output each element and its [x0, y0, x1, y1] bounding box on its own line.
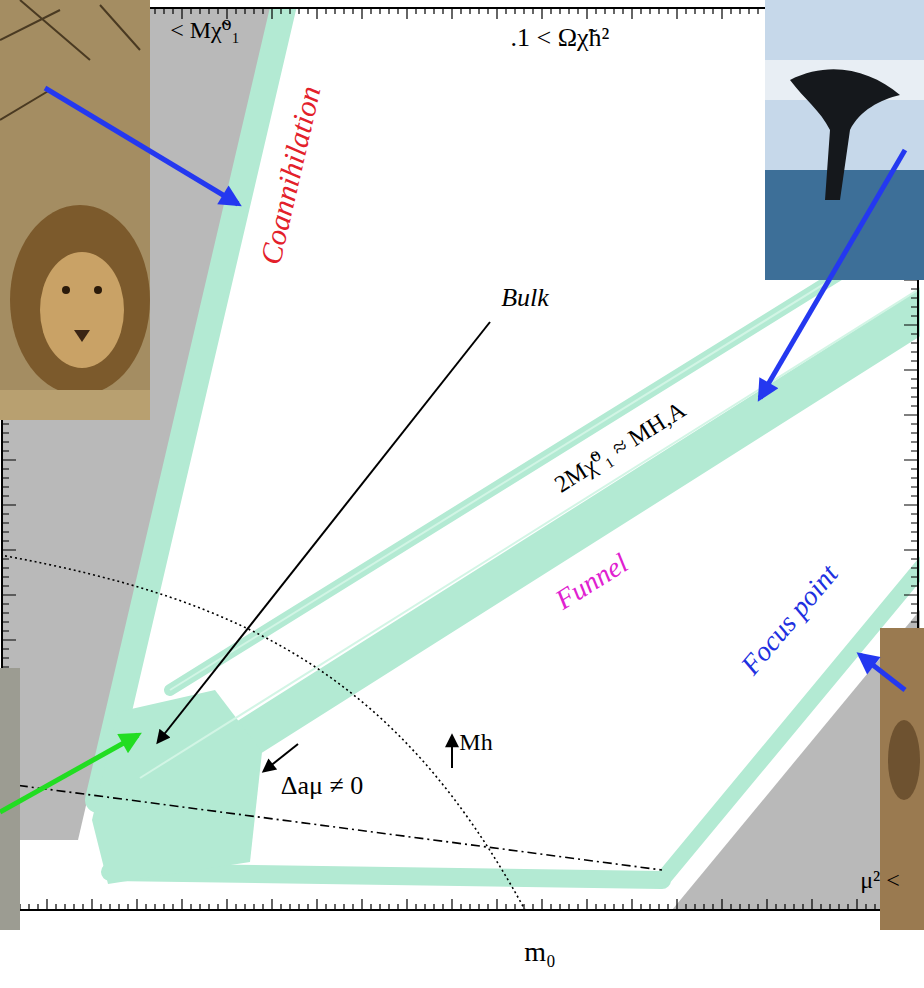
region-name: Focus point: [735, 559, 844, 681]
whale-photo: [765, 0, 924, 280]
lion-photo: [0, 0, 150, 420]
direction-arrow: [264, 744, 298, 771]
band-edge: [170, 212, 920, 690]
animal-photo: [0, 628, 924, 930]
funnel-band: [170, 212, 920, 690]
limit-label: < Mχ̃⁰₁: [170, 17, 240, 43]
pointer-arrow: [45, 88, 238, 204]
funnel-band: [150, 300, 920, 800]
constraint-label: Mh: [459, 729, 492, 755]
constraint-label: Δaμ ≠ 0: [281, 772, 363, 801]
region-name: Bulk: [501, 284, 549, 313]
limit-label: μ² <: [860, 867, 900, 893]
region-name: Coannihilation: [253, 83, 326, 267]
band-edge: [140, 276, 920, 778]
axis-label: m₀: [524, 937, 556, 968]
region-name: Funnel: [550, 548, 634, 616]
leader-arrow: [158, 322, 490, 742]
direction-arrow: [451, 736, 453, 768]
pointer-arrow: [0, 735, 138, 812]
relic-density-label: .1 < Ωχ̃h²: [511, 24, 610, 53]
pointer-arrow: [760, 150, 905, 398]
pointer-arrow: [860, 655, 905, 690]
bulk-band: [110, 872, 662, 880]
resonance-condition: 2Mχ̃⁰₁ ≈ MH,A: [550, 396, 690, 497]
